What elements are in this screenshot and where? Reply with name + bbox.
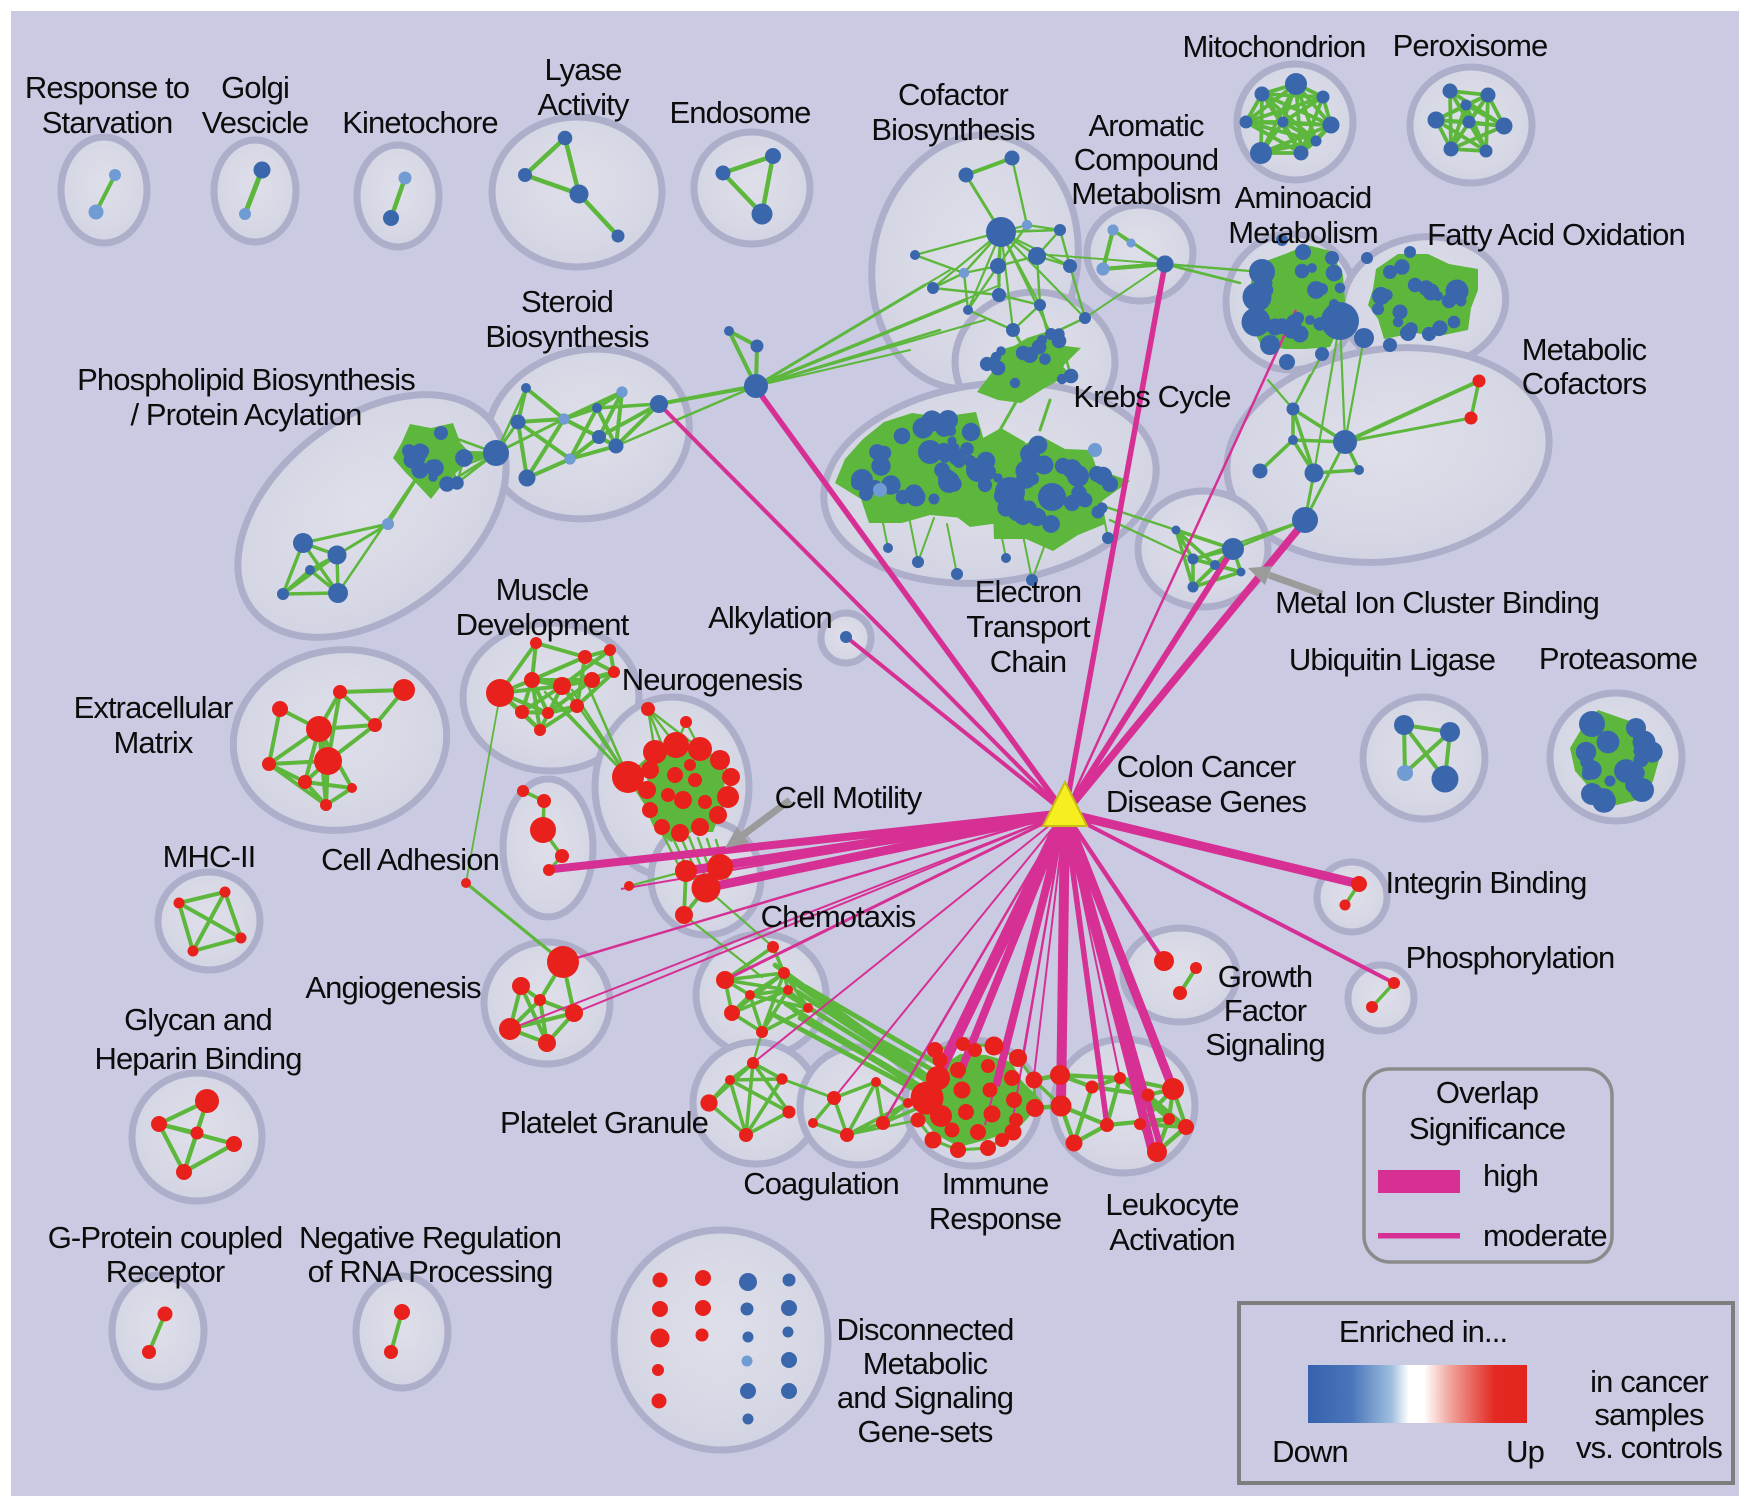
svg-text:Alkylation: Alkylation — [708, 600, 832, 635]
svg-text:Neurogenesis: Neurogenesis — [622, 662, 803, 697]
svg-text:Platelet Granule: Platelet Granule — [500, 1105, 708, 1140]
svg-text:moderate: moderate — [1483, 1218, 1607, 1253]
svg-text:Peroxisome: Peroxisome — [1393, 28, 1548, 63]
svg-text:Chemotaxis: Chemotaxis — [761, 899, 916, 934]
svg-text:Metal Ion Cluster Binding: Metal Ion Cluster Binding — [1275, 585, 1599, 620]
svg-text:Fatty Acid Oxidation: Fatty Acid Oxidation — [1427, 217, 1685, 252]
svg-text:Cell Motility: Cell Motility — [775, 780, 923, 815]
svg-text:Mitochondrion: Mitochondrion — [1182, 29, 1365, 64]
svg-text:Coagulation: Coagulation — [743, 1166, 899, 1201]
svg-text:high: high — [1483, 1158, 1538, 1193]
svg-text:Angiogenesis: Angiogenesis — [305, 970, 481, 1005]
svg-text:Enriched in...: Enriched in... — [1339, 1314, 1507, 1349]
svg-text:Phosphorylation: Phosphorylation — [1406, 940, 1615, 975]
svg-text:Krebs Cycle: Krebs Cycle — [1073, 379, 1230, 414]
svg-text:Integrin Binding: Integrin Binding — [1385, 865, 1586, 900]
svg-text:Kinetochore: Kinetochore — [342, 105, 498, 140]
svg-text:Cell Adhesion: Cell Adhesion — [321, 842, 499, 877]
svg-text:Down: Down — [1272, 1434, 1348, 1469]
svg-text:Up: Up — [1506, 1434, 1544, 1469]
svg-text:Proteasome: Proteasome — [1539, 641, 1697, 676]
svg-text:Phospholipid Biosynthesis/ Pro: Phospholipid Biosynthesis/ Protein Acyla… — [77, 362, 415, 432]
svg-text:Endosome: Endosome — [669, 95, 810, 130]
svg-text:Ubiquitin Ligase: Ubiquitin Ligase — [1289, 642, 1495, 677]
svg-text:MHC-II: MHC-II — [163, 839, 256, 874]
